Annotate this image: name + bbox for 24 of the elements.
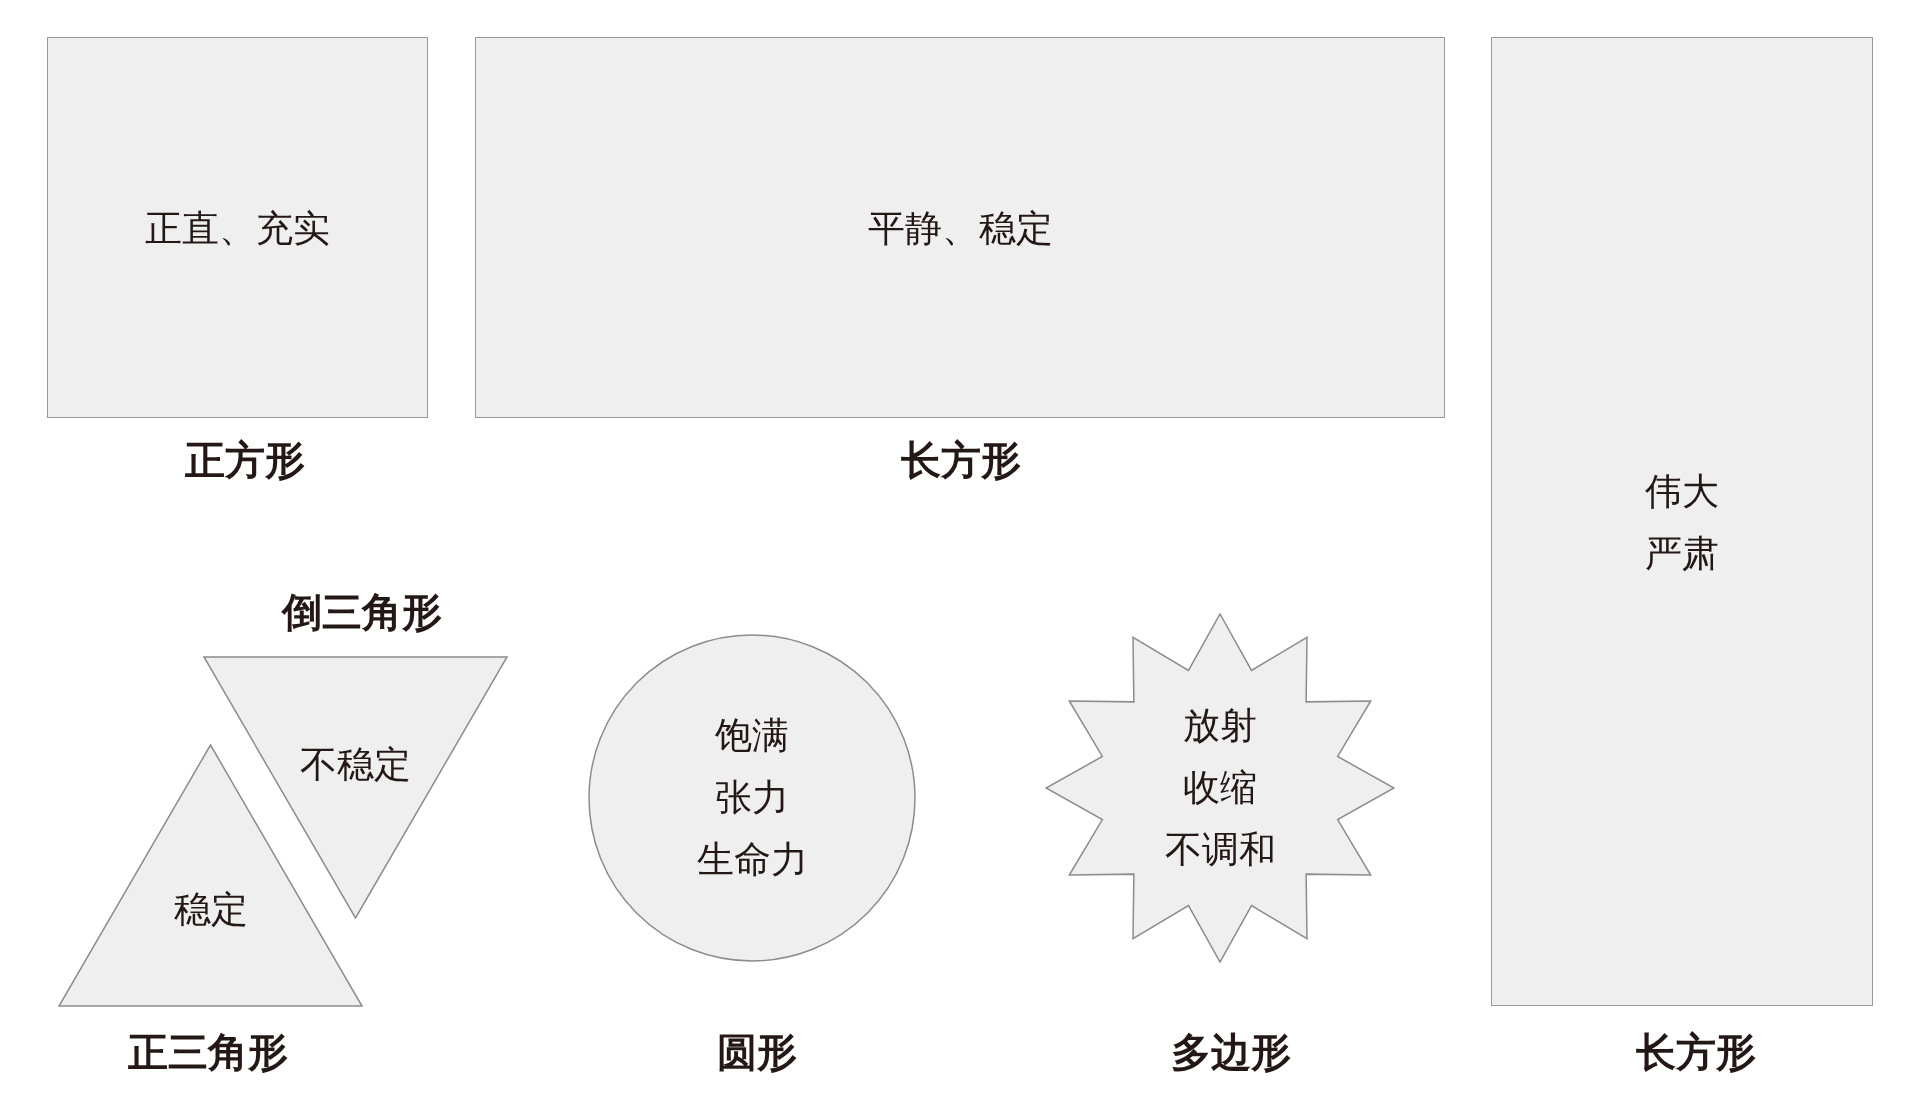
shape-label: 伟大 [1645,469,1719,514]
square-panel [47,37,428,418]
shape-label: 不调和 [1164,828,1276,872]
circle-shape [588,634,916,962]
shape-caption: 正三角形 [128,1028,288,1076]
shape-label: 平静、稳定 [867,206,1053,251]
rectangle-panel [475,37,1445,418]
shape-label: 不稳定 [300,743,411,787]
shape-label: 生命力 [696,838,808,882]
shape-label: 饱满 [715,714,789,758]
shape-label: 放射 [1183,704,1257,748]
star-shape [1045,613,1395,963]
shape-caption: 多边形 [1171,1028,1291,1076]
shape-label: 正直、充实 [145,206,330,251]
tall-rectangle-panel [1491,37,1873,1006]
shape-caption: 圆形 [717,1028,797,1076]
shape-caption: 倒三角形 [282,588,442,636]
shape-caption: 长方形 [901,436,1021,484]
shape-caption: 正方形 [185,436,305,484]
shape-label: 稳定 [173,888,248,932]
shape-label: 严肃 [1645,531,1719,576]
shape-label: 张力 [715,776,789,820]
shape-caption: 长方形 [1636,1028,1756,1076]
shape-label: 收缩 [1183,766,1257,810]
